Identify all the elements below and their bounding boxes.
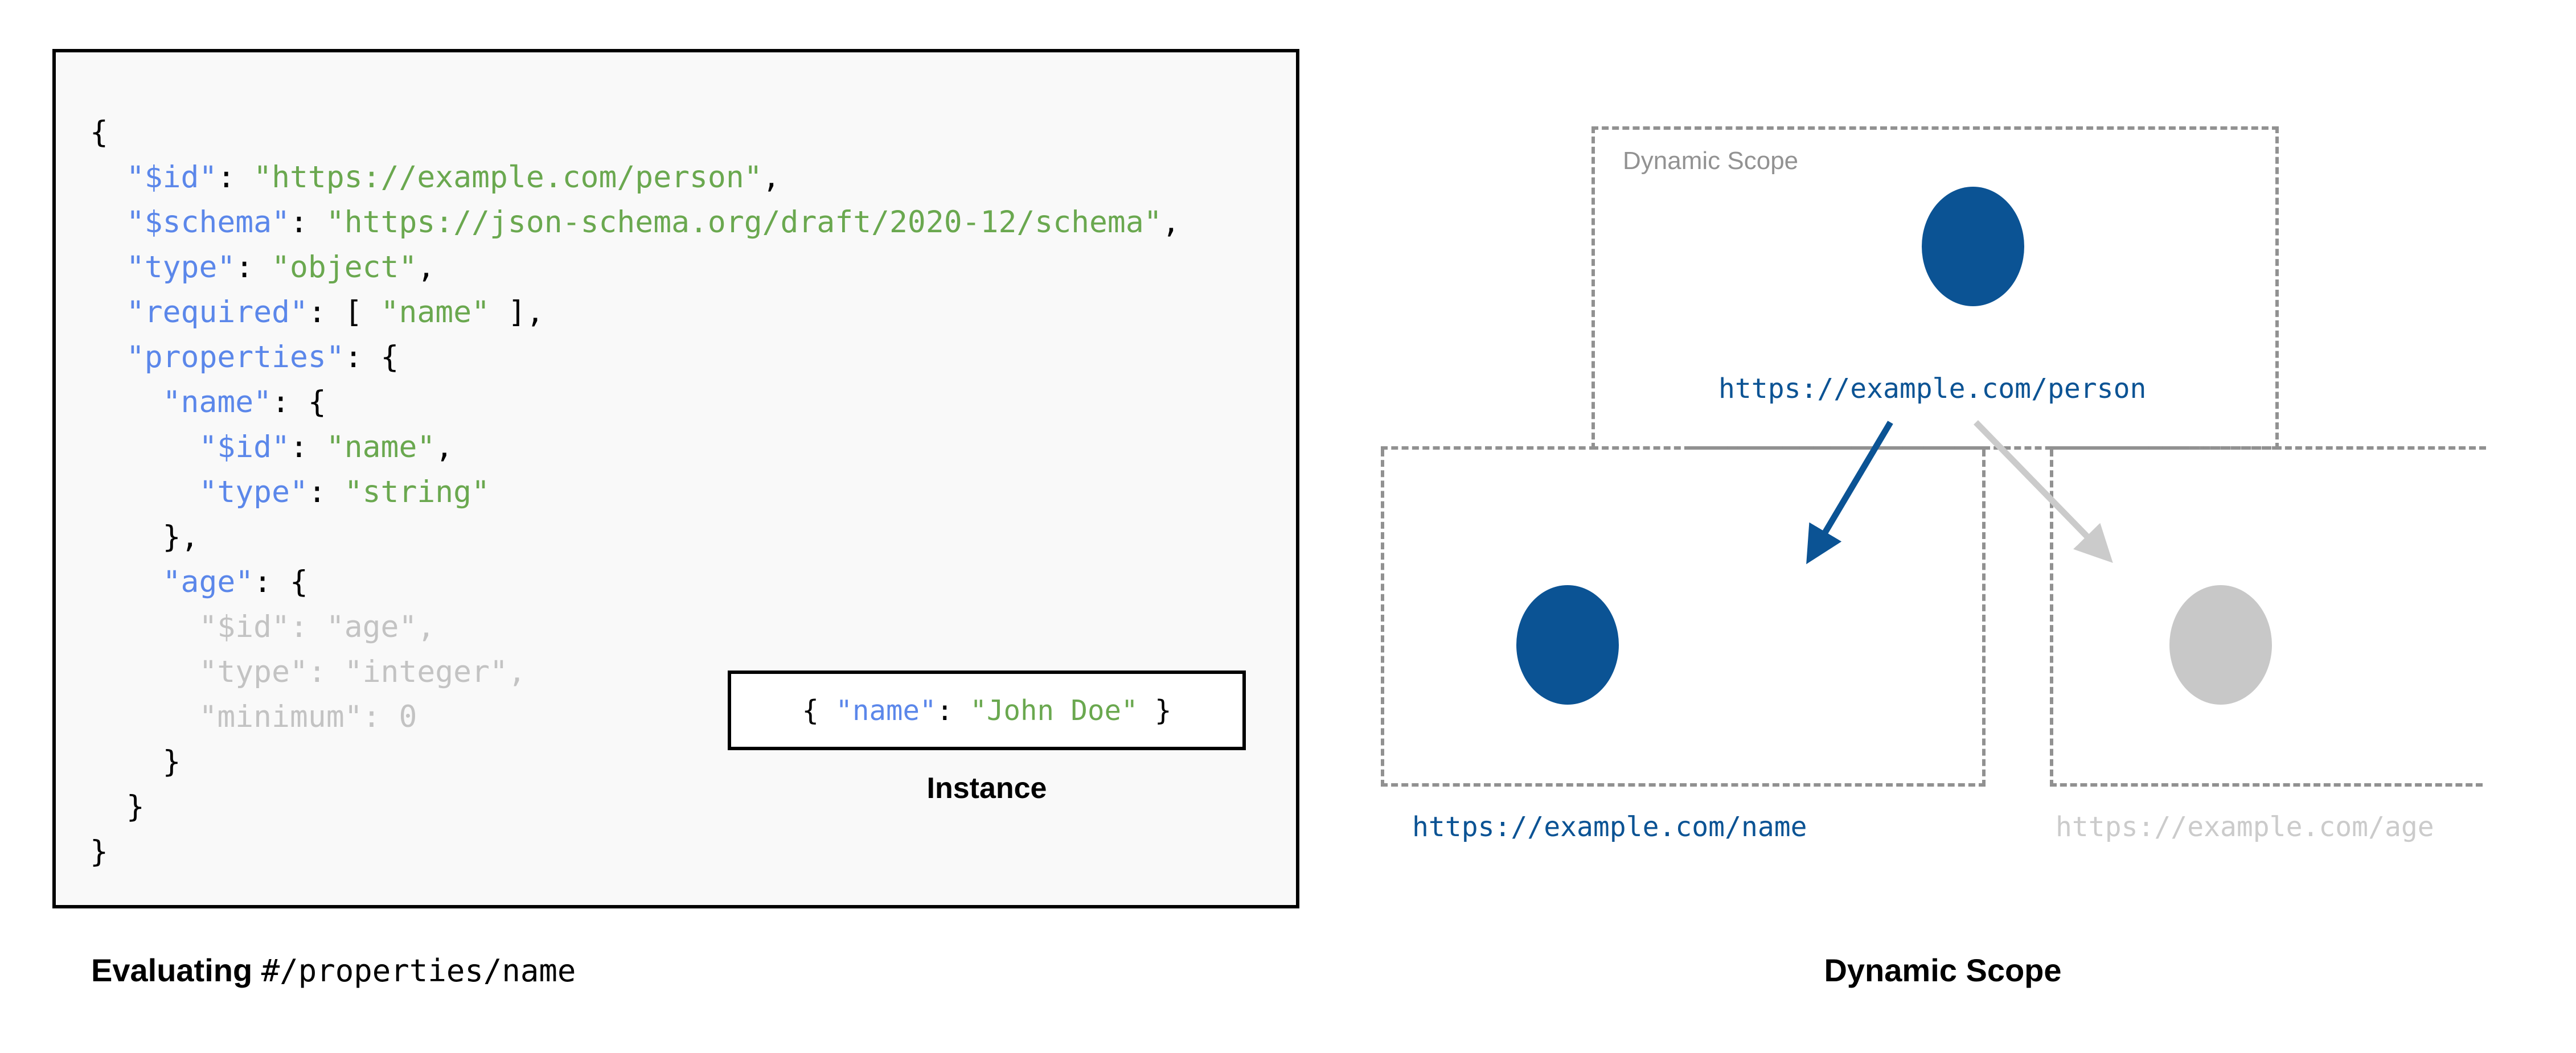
code-token: "https://example.com/person"	[253, 160, 762, 195]
code-token: {	[802, 694, 836, 727]
code-token: }	[90, 834, 108, 869]
dynamic-scope-diagram: Dynamic Scope https://example.com/person…	[1310, 0, 2576, 1053]
code-token: ],	[490, 295, 544, 330]
code-token	[90, 565, 163, 599]
code-token: :	[307, 475, 344, 509]
code-token: "required"	[126, 295, 308, 330]
code-token	[90, 385, 163, 419]
code-token	[90, 340, 126, 375]
code-token: :	[217, 160, 254, 195]
code-token: "minimum": 0	[90, 700, 417, 734]
code-token	[90, 295, 126, 330]
left-figure-caption: Evaluating #/properties/name	[91, 952, 576, 989]
code-token: },	[90, 520, 199, 554]
instance-code: { "name": "John Doe" }	[802, 694, 1171, 727]
scope-box-name	[1381, 446, 1986, 787]
edge-arrows-layer	[1806, 420, 2113, 565]
code-token	[90, 250, 126, 285]
schema-code-block: { "$id": "https://example.com/person", "…	[90, 110, 1180, 874]
code-token: "$id": "age",	[90, 610, 436, 644]
schema-code-panel: { "$id": "https://example.com/person", "…	[52, 49, 1299, 908]
code-token: }	[1138, 694, 1172, 727]
code-token: "name"	[380, 295, 490, 330]
code-token: {	[90, 115, 108, 150]
code-token: "$id"	[199, 430, 290, 464]
node-name[interactable]	[1516, 585, 1619, 705]
code-token: }	[90, 744, 181, 779]
code-token: "$id"	[126, 160, 218, 195]
edge-person-to-age	[1974, 420, 2113, 563]
code-token: "object"	[272, 250, 417, 285]
code-token: :	[290, 205, 326, 240]
code-token: : [	[307, 295, 381, 330]
node-label-age: https://example.com/age	[2056, 811, 2434, 843]
code-token: }	[90, 789, 145, 824]
code-token: "$schema"	[126, 205, 290, 240]
scope-box-name-top-left-edge	[1381, 446, 1596, 453]
code-token: :	[936, 694, 970, 727]
code-token: "name"	[162, 385, 272, 419]
code-token: "properties"	[126, 340, 344, 375]
left-caption-pointer: #/properties/name	[261, 953, 576, 989]
node-label-name: https://example.com/name	[1412, 811, 1807, 843]
code-token	[90, 430, 199, 464]
code-token: "https://json-schema.org/draft/2020-12/s…	[326, 205, 1162, 240]
code-token: "type": "integer",	[90, 655, 526, 689]
edge-person-to-name	[1806, 421, 1893, 565]
code-token: "name"	[835, 694, 937, 727]
code-token: ,	[435, 430, 454, 464]
code-token: : {	[272, 385, 326, 419]
code-token: "type"	[199, 475, 308, 509]
instance-box: { "name": "John Doe" }	[728, 671, 1246, 750]
node-age[interactable]	[2169, 585, 2272, 705]
code-token	[90, 475, 199, 509]
right-figure-caption: Dynamic Scope	[1824, 952, 2062, 988]
code-token: ,	[417, 250, 436, 285]
code-token: ,	[762, 160, 781, 195]
scope-box-age	[2050, 446, 2486, 787]
code-token: : {	[253, 565, 308, 599]
code-token: "string"	[344, 475, 490, 509]
code-token: "age"	[162, 565, 254, 599]
code-token: : {	[344, 340, 399, 375]
code-token: :	[290, 430, 326, 464]
code-token: "John Doe"	[970, 694, 1138, 727]
instance-caption: Instance	[926, 772, 1047, 805]
code-token	[90, 160, 126, 195]
code-token: ,	[1162, 205, 1180, 240]
node-label-person: https://example.com/person	[1718, 373, 2147, 405]
code-token: :	[235, 250, 272, 285]
left-caption-bold: Evaluating	[91, 952, 261, 988]
code-token: "type"	[126, 250, 236, 285]
code-token	[90, 205, 126, 240]
code-token: "name"	[326, 430, 436, 464]
scope-box-name-top-right-edge	[1689, 446, 1986, 453]
scope-box-label: Dynamic Scope	[1623, 147, 1799, 175]
node-person[interactable]	[1922, 187, 2024, 306]
scope-box-age-top-edge	[2050, 446, 2486, 453]
